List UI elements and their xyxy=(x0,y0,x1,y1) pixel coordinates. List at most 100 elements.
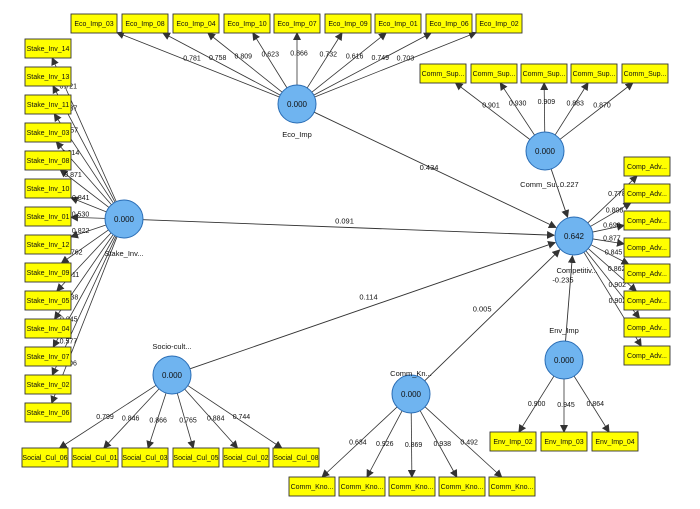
eco-indicator-box[interactable] xyxy=(425,13,473,34)
env-indicator-label: Env_Imp_03 xyxy=(544,439,583,446)
stake-indicator-box[interactable] xyxy=(24,234,72,255)
stake-loading-line-7 xyxy=(70,213,106,222)
comp-loading-label: 0.845 xyxy=(605,249,623,256)
eco-loading-label: 0.749 xyxy=(372,55,390,62)
eco-indicator-label: Eco_Imp_09 xyxy=(328,21,367,28)
soc-indicator-box[interactable] xyxy=(121,447,169,468)
comp-loading-line-3 xyxy=(592,222,625,233)
comp-loading-label: 0.902 xyxy=(609,298,627,305)
eco-indicator-label: Eco_Imp_10 xyxy=(227,21,266,28)
eco-indicator-box[interactable] xyxy=(273,13,321,34)
sup-indicator-box[interactable] xyxy=(470,63,518,84)
soc-path-coefficient: 0.114 xyxy=(359,293,377,302)
stake-indicator-box[interactable] xyxy=(24,178,72,199)
stake-indicator-box[interactable] xyxy=(24,374,72,395)
comp-indicator-box[interactable] xyxy=(623,345,671,366)
eco-loading-label: 0.758 xyxy=(209,55,227,62)
sup-indicator-label: Comm_Sup... xyxy=(473,71,516,78)
soc-indicator-box[interactable] xyxy=(272,447,320,468)
stake-indicator-label: Stake_Inv_13 xyxy=(27,74,70,81)
stake-indicator-label: Stake_Inv_06 xyxy=(27,410,70,417)
sup-indicator-box[interactable] xyxy=(520,63,568,84)
kno-to-comp-path xyxy=(424,249,561,382)
eco-path-coefficient: 0.434 xyxy=(420,163,439,172)
comp-indicator-box[interactable] xyxy=(623,290,671,311)
comp-indicator-box[interactable] xyxy=(623,237,671,258)
comp-indicator-label: Comp_Adv... xyxy=(627,298,667,305)
stake-indicator-box[interactable] xyxy=(24,94,72,115)
sup-construct-circle[interactable] xyxy=(525,131,565,171)
stake-construct-circle[interactable] xyxy=(104,199,144,239)
eco-indicator-box[interactable] xyxy=(70,13,118,34)
comp-indicator-label: Comp_Adv... xyxy=(627,245,667,252)
kno-indicator-box[interactable] xyxy=(438,476,486,497)
stake-indicator-box[interactable] xyxy=(24,346,72,367)
sup-construct-label: Comm_Su... xyxy=(520,180,562,189)
soc-indicator-box[interactable] xyxy=(71,447,119,468)
comp-indicator-box[interactable] xyxy=(623,183,671,204)
stake-indicator-box[interactable] xyxy=(24,206,72,227)
stake-indicator-box[interactable] xyxy=(24,318,72,339)
eco-indicator-box[interactable] xyxy=(475,13,523,34)
soc-loading-line-3 xyxy=(146,392,167,449)
sup-indicator-box[interactable] xyxy=(419,63,467,84)
comp-indicator-box[interactable] xyxy=(623,156,671,177)
stake-loading-line-5 xyxy=(59,169,110,208)
stake-indicator-box[interactable] xyxy=(24,262,72,283)
comp-loading-label: 0.690 xyxy=(603,222,621,229)
sup-loading-label: 0.883 xyxy=(566,100,584,107)
env-indicator-box[interactable] xyxy=(540,431,588,452)
eco-loading-line-8 xyxy=(313,32,432,96)
soc-indicator-label: Social_Cul_01 xyxy=(72,455,117,462)
sup-indicator-box[interactable] xyxy=(570,63,618,84)
env-indicator-label: Env_Imp_04 xyxy=(595,439,634,446)
comp-indicator-box[interactable] xyxy=(623,317,671,338)
kno-indicator-box[interactable] xyxy=(338,476,386,497)
comp-indicator-label: Comp_Adv... xyxy=(627,218,667,225)
kno-indicator-box[interactable] xyxy=(388,476,436,497)
comp-indicator-box[interactable] xyxy=(623,210,671,231)
eco-indicator-box[interactable] xyxy=(121,13,169,34)
eco-indicator-box[interactable] xyxy=(324,13,372,34)
stake-indicator-box[interactable] xyxy=(24,150,72,171)
eco-indicator-box[interactable] xyxy=(374,13,422,34)
soc-indicator-label: Social_Cul_08 xyxy=(273,455,318,462)
comp-construct-circle[interactable] xyxy=(554,216,594,256)
kno-construct-circle[interactable] xyxy=(391,374,431,414)
kno-construct-value: 0.000 xyxy=(401,390,422,399)
stake-indicator-box[interactable] xyxy=(24,402,72,423)
comp-indicator-box[interactable] xyxy=(623,263,671,284)
eco-indicator-label: Eco_Imp_01 xyxy=(378,21,417,28)
comp-loading-label: 0.877 xyxy=(603,236,621,243)
sup-loading-label: 0.870 xyxy=(593,102,611,109)
eco-indicator-label: Eco_Imp_04 xyxy=(176,21,215,28)
env-construct-circle[interactable] xyxy=(544,340,584,380)
stake-indicator-box[interactable] xyxy=(24,38,72,59)
sup-loading-label: 0.909 xyxy=(538,99,556,106)
comp-loading-label: 0.862 xyxy=(608,266,626,273)
comp-construct-label: Competitiv... xyxy=(556,266,597,275)
kno-indicator-box[interactable] xyxy=(488,476,536,497)
stake-indicator-label: Stake_Inv_02 xyxy=(27,382,70,389)
stake-indicator-box[interactable] xyxy=(24,122,72,143)
soc-loading-label: 0.866 xyxy=(149,417,167,424)
soc-indicator-box[interactable] xyxy=(21,447,69,468)
kno-indicator-box[interactable] xyxy=(288,476,336,497)
soc-indicator-box[interactable] xyxy=(172,447,220,468)
eco-loading-label: 0.866 xyxy=(290,50,308,57)
soc-loading-label: 0.765 xyxy=(179,417,197,424)
stake-indicator-box[interactable] xyxy=(24,290,72,311)
eco-construct-circle[interactable] xyxy=(277,84,317,124)
soc-construct-circle[interactable] xyxy=(152,355,192,395)
soc-loading-line-5 xyxy=(184,388,239,449)
eco-indicator-box[interactable] xyxy=(172,13,220,34)
soc-indicator-box[interactable] xyxy=(222,447,270,468)
comp-loading-label: 0.808 xyxy=(606,208,624,215)
sup-indicator-box[interactable] xyxy=(621,63,669,84)
env-indicator-box[interactable] xyxy=(489,431,537,452)
stake-indicator-box[interactable] xyxy=(24,66,72,87)
env-indicator-box[interactable] xyxy=(591,431,639,452)
eco-indicator-box[interactable] xyxy=(223,13,271,34)
stake-loading-line-8 xyxy=(70,224,107,239)
stake-indicator-label: Stake_Inv_11 xyxy=(27,102,69,109)
